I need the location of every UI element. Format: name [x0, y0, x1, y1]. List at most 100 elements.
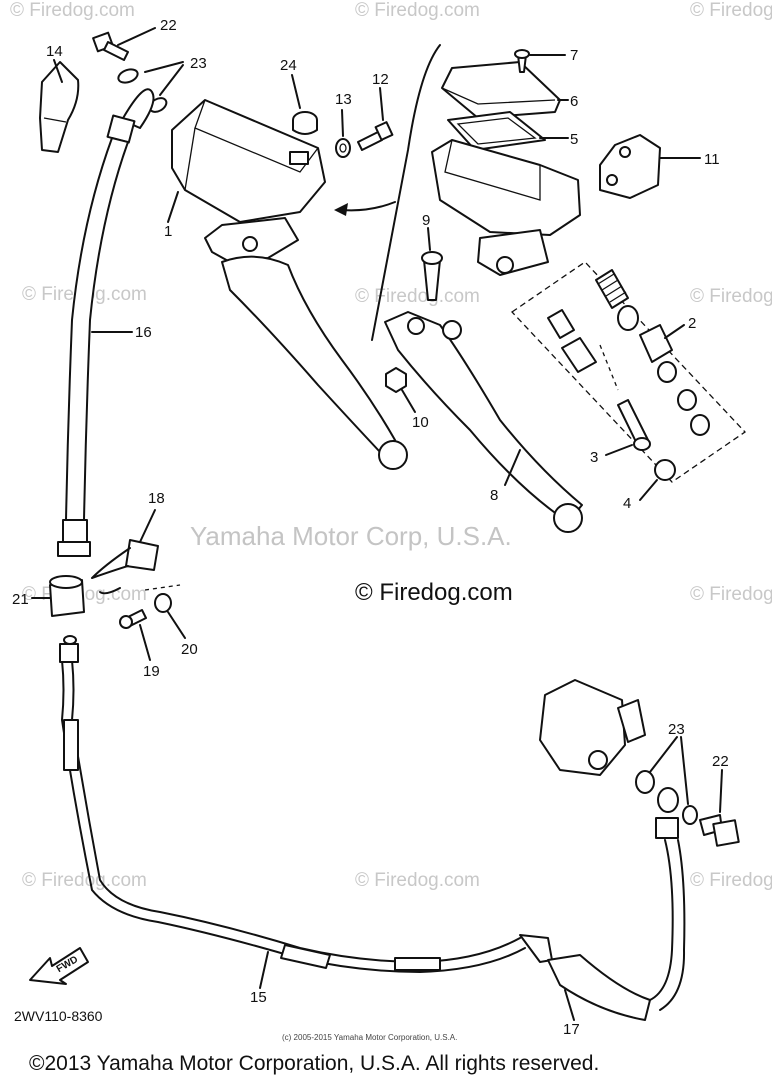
brake-hose-16: [57, 88, 155, 557]
part-label: 21: [12, 591, 29, 608]
bracket-clip: [91, 547, 131, 579]
leader-line: [719, 769, 723, 813]
watermark: © Firedog.com: [22, 584, 147, 605]
lever-tip-ball: [378, 440, 408, 470]
brake-hose-15: [61, 659, 526, 973]
hose-15-sleeve: [394, 957, 441, 971]
part-label: 22: [712, 753, 729, 770]
leader-line: [564, 989, 575, 1021]
brake-lever: [221, 255, 396, 453]
dashed-line: [599, 344, 619, 391]
part-label: 12: [372, 71, 389, 88]
watermark: © Firedog.com: [10, 0, 135, 21]
watermark: © Firedog.com: [690, 0, 772, 21]
pivot-hole-right: [496, 256, 514, 274]
bleeder-fitting: [617, 699, 646, 743]
watermark: © Firedog.com: [690, 584, 772, 605]
inner-spring: [547, 309, 575, 339]
part-label: 4: [623, 495, 631, 512]
piston: [639, 324, 673, 363]
clamp-hole: [606, 174, 618, 186]
part-label: 8: [490, 487, 498, 504]
part-label: 13: [335, 91, 352, 108]
part-label: 9: [422, 212, 430, 229]
hose-17-banjo: [655, 817, 679, 839]
bracket-18: [125, 539, 159, 571]
pivot-bolt-9-head: [421, 251, 443, 265]
banjo-bolt-22-thread: [103, 41, 129, 61]
lever-tip-ball-right: [553, 503, 583, 533]
leader-line: [291, 74, 301, 109]
cap-24-skirt: [292, 120, 318, 135]
leader-line: [167, 191, 179, 223]
leader-line: [504, 449, 521, 486]
corp-watermark: Yamaha Motor Corp, U.S.A.: [190, 521, 512, 551]
part-label: 3: [590, 449, 598, 466]
leader-line: [259, 951, 269, 989]
nut-10: [385, 367, 407, 393]
part-label: 6: [570, 93, 578, 110]
diaphragm-5-inner: [456, 117, 537, 145]
part-label: 5: [570, 131, 578, 148]
pointer-arrowhead: [334, 203, 348, 216]
seal: [677, 389, 697, 411]
leader-line: [159, 64, 184, 96]
part-label: 14: [46, 43, 63, 60]
part-label: 24: [280, 57, 297, 74]
piston-kit-2: [511, 261, 746, 483]
reservoir-body-right: [431, 139, 581, 236]
boot-14-edge: [43, 117, 67, 123]
leader-line: [167, 611, 186, 639]
diagram-code: 2WV110-8360: [14, 1008, 103, 1024]
part-label: 18: [148, 490, 165, 507]
caliper-assembly: [539, 679, 646, 776]
hose-lower-fitting: [62, 519, 88, 543]
dashed-line: [144, 584, 181, 591]
spring-coils: [597, 273, 627, 303]
right-master-cylinder: [384, 61, 583, 533]
hose-body: [65, 137, 129, 521]
hose-15-sleeve: [63, 719, 79, 771]
leader-line: [379, 87, 384, 121]
leader-line: [401, 389, 416, 413]
part-label: 2: [688, 315, 696, 332]
reservoir-edge: [184, 127, 196, 191]
part-label: 1: [164, 223, 172, 240]
part-label: 22: [160, 17, 177, 34]
circlip: [690, 414, 710, 436]
cup: [617, 305, 639, 331]
leader-line: [139, 624, 151, 661]
watermark: © Firedog.com: [22, 870, 147, 891]
clamp-11: [599, 134, 661, 199]
leader-line: [664, 324, 685, 339]
diaphragm-5: [447, 111, 546, 151]
leader-line: [680, 736, 689, 805]
banjo-bolt-22-head: [712, 819, 740, 847]
leader-line: [427, 227, 431, 251]
boot-14: [39, 61, 80, 153]
leader-line: [649, 736, 678, 773]
caliper-body: [539, 679, 626, 776]
leader-line: [139, 509, 156, 543]
clamp-hole: [619, 146, 631, 158]
washer-20: [154, 593, 172, 613]
leader-line: [639, 479, 658, 501]
reservoir-edge-right: [444, 139, 541, 201]
caliper-port: [588, 750, 608, 770]
crush-washer-23: [682, 805, 698, 825]
push-rod-3-end: [633, 437, 651, 451]
watermark: © Firedog.com: [355, 0, 480, 21]
leader-line: [341, 109, 344, 137]
forward-arrow-shape: [29, 947, 89, 985]
leader-line: [53, 59, 63, 83]
part-label: 20: [181, 641, 198, 658]
washer-13: [335, 138, 351, 158]
part-label: 23: [668, 721, 685, 738]
watermark: © Firedog.com: [690, 870, 772, 891]
bolt-19-head: [119, 615, 133, 629]
brake-hose-17: [659, 839, 686, 1011]
screw-7-head: [514, 49, 530, 59]
lever-hole: [407, 317, 425, 335]
inner-piston: [561, 337, 597, 373]
